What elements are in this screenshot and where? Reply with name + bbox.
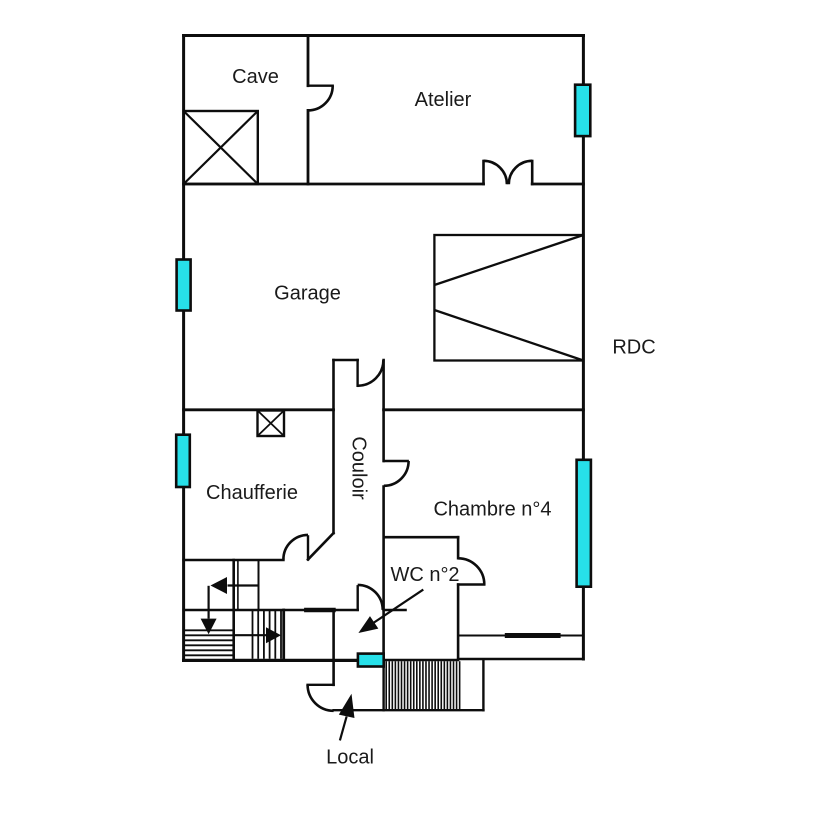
wc-door-arc <box>458 557 486 585</box>
wall-line <box>306 531 336 562</box>
room-label-garage: Garage <box>274 283 341 305</box>
stairs-arrow-down-head <box>200 618 217 635</box>
room-label-rdc: RDC <box>612 337 655 359</box>
local-door-arc <box>306 684 334 713</box>
shaft-chaufferie-diag <box>256 409 285 437</box>
atelier-door-arc-r <box>507 159 533 185</box>
atelier-door-arc-l <box>483 159 509 185</box>
stairs-arrow-right-head <box>266 627 281 644</box>
room-label-atelier: Atelier <box>415 89 472 111</box>
room-label-local: Local <box>326 747 374 769</box>
wc-pointer-arrow-head <box>358 616 379 633</box>
garage-door-diagonal <box>434 233 584 287</box>
window-chaufferie <box>174 433 192 489</box>
window-vestibule <box>356 652 385 668</box>
local-pointer-arrow-head <box>338 693 355 718</box>
shaft-cave-diag <box>182 110 259 185</box>
local-pointer-arrow-shaft <box>338 716 348 741</box>
room-label-chaufferie: Chaufferie <box>206 482 298 504</box>
chambre-door-arc <box>383 460 410 488</box>
vestibule-door-arc <box>357 583 384 610</box>
room-label-wc-n2: WC n°2 <box>390 564 459 586</box>
shaft-chaufferie-box <box>256 409 286 438</box>
shaft-cave-box <box>182 109 260 186</box>
room-label-couloir: Couloir <box>348 436 370 500</box>
window-atelier <box>573 83 592 138</box>
chaufferie-door-arc <box>282 533 309 560</box>
stairs-arrow-left-head <box>210 577 227 594</box>
garage-door-diagonal <box>434 308 584 362</box>
garage-door-rect <box>433 233 585 362</box>
room-label-cave: Cave <box>232 66 279 88</box>
wc-pointer-arrow-shaft <box>371 588 424 625</box>
room-label-chambre-n4: Chambre n°4 <box>433 499 551 521</box>
window-chambre <box>575 458 593 588</box>
window-garage <box>175 258 192 312</box>
couloir-door-arc <box>357 359 385 388</box>
cave-door-arc <box>307 85 334 112</box>
